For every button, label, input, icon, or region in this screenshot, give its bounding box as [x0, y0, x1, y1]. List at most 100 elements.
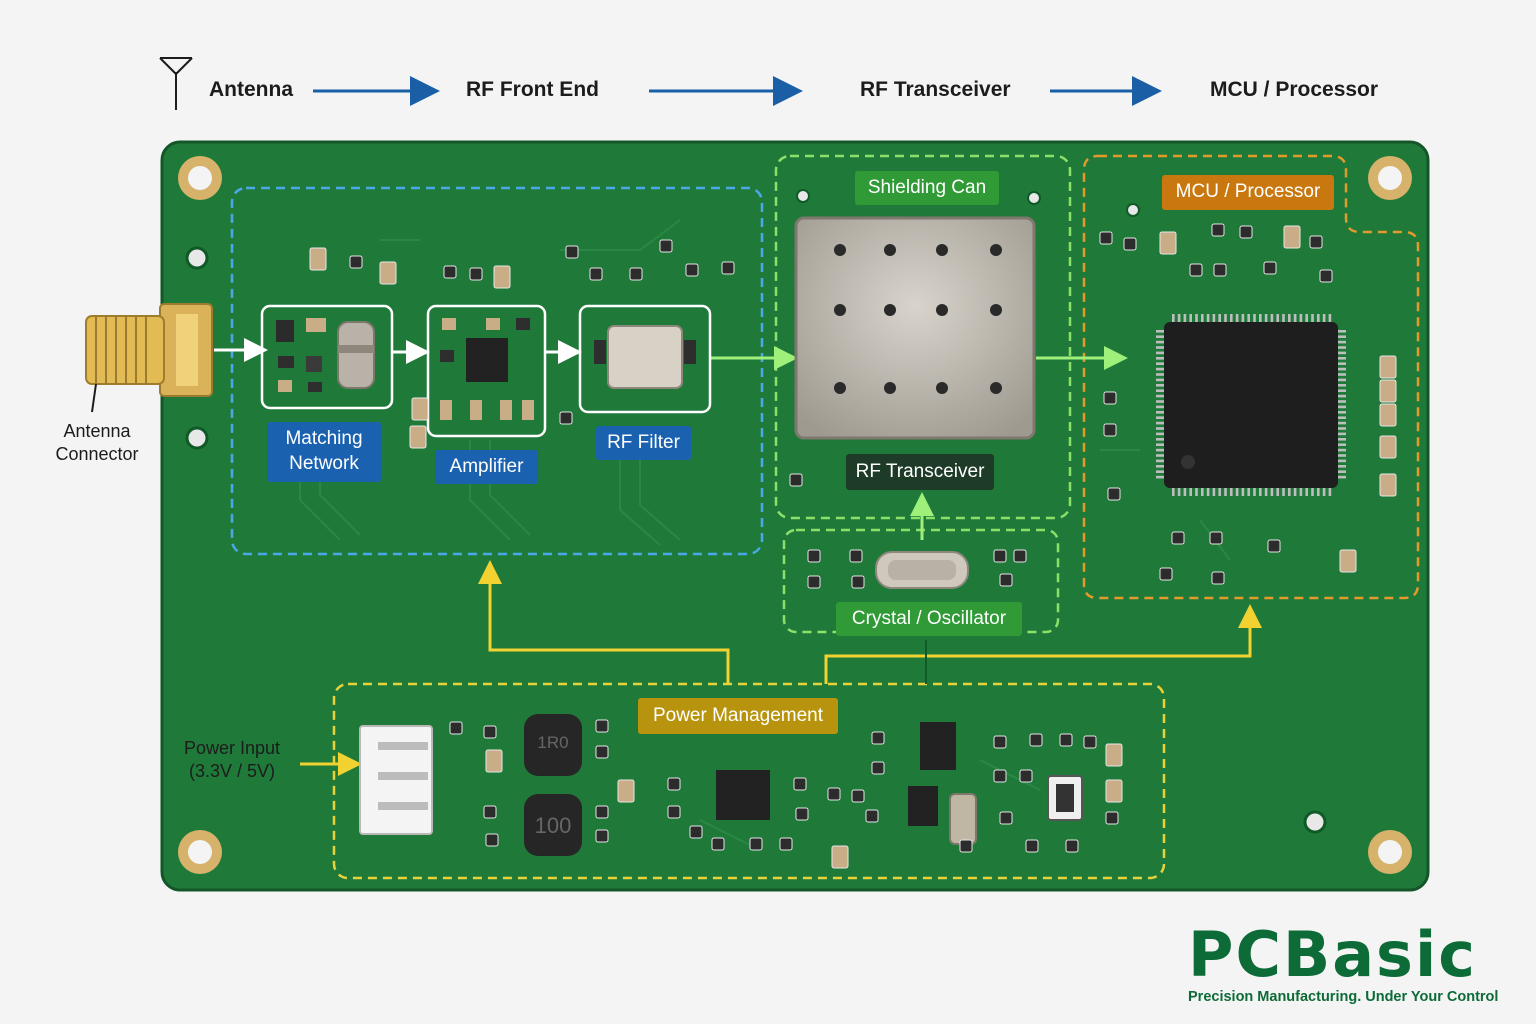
- flow-label-antenna: Antenna: [209, 78, 293, 101]
- crystal-oscillator: [875, 551, 969, 589]
- resistor: [1309, 235, 1323, 249]
- power-input-label: Power Input (3.3V / 5V): [183, 738, 281, 782]
- resistor: [1211, 571, 1225, 585]
- capacitor: [1105, 779, 1123, 803]
- resistor: [749, 837, 763, 851]
- antenna-connector-label: Antenna Connector: [55, 421, 139, 465]
- resistor: [595, 719, 609, 733]
- resistor: [959, 839, 973, 853]
- resistor: [827, 787, 841, 801]
- resistor: [469, 267, 483, 281]
- resistor: [807, 575, 821, 589]
- resistor: [1267, 539, 1281, 553]
- amplifier-components: [440, 318, 534, 420]
- resistor: [993, 549, 1007, 563]
- passive-components: [309, 223, 1397, 869]
- filter-components: [594, 325, 696, 389]
- resistor: [795, 807, 809, 821]
- resistor: [1263, 261, 1277, 275]
- resistor: [1029, 733, 1043, 747]
- mcu-chip: [1156, 314, 1346, 496]
- resistor: [595, 745, 609, 759]
- resistor: [851, 789, 865, 803]
- antenna-icon: [159, 57, 193, 110]
- flow-label-mcu: MCU / Processor: [1210, 78, 1379, 101]
- resistor: [793, 777, 807, 791]
- resistor: [999, 811, 1013, 825]
- resistor: [667, 777, 681, 791]
- capacitor: [1379, 403, 1397, 427]
- rf-filter-badge: RF Filter: [596, 426, 691, 460]
- resistor: [1059, 733, 1073, 747]
- resistor: [1123, 237, 1137, 251]
- power-management-badge: Power Management: [638, 698, 838, 734]
- resistor: [849, 549, 863, 563]
- resistor: [1065, 839, 1079, 853]
- capacitor: [617, 779, 635, 803]
- flow-label-transceiver: RF Transceiver: [860, 78, 1011, 101]
- resistor: [721, 261, 735, 275]
- resistor: [667, 805, 681, 819]
- resistor: [1159, 567, 1173, 581]
- resistor: [851, 575, 865, 589]
- resistor: [779, 837, 793, 851]
- rf-front-end-zone: [230, 186, 764, 556]
- resistor: [993, 769, 1007, 783]
- matching-network-box: [260, 304, 394, 410]
- resistor: [559, 411, 573, 425]
- rf-filter-box: [578, 304, 712, 414]
- capacitor: [485, 749, 503, 773]
- resistor: [443, 265, 457, 279]
- resistor: [1171, 531, 1185, 545]
- resistor: [1107, 487, 1121, 501]
- capacitor: [1339, 549, 1357, 573]
- resistor: [807, 549, 821, 563]
- resistor: [1099, 231, 1113, 245]
- resistor: [483, 725, 497, 739]
- brand-tagline: Precision Manufacturing. Under Your Cont…: [1188, 989, 1499, 1005]
- resistor: [1103, 391, 1117, 405]
- resistor: [865, 809, 879, 823]
- resistor: [685, 263, 699, 277]
- mounting-holes: [178, 156, 1412, 874]
- resistor: [659, 239, 673, 253]
- resistor: [1103, 423, 1117, 437]
- resistor: [999, 573, 1013, 587]
- flow-label-front-end: RF Front End: [466, 78, 599, 101]
- matching-network-badge: Matching Network: [267, 422, 381, 482]
- sma-connector: [85, 303, 213, 413]
- crystal-oscillator-badge: Crystal / Oscillator: [836, 602, 1022, 636]
- resistor: [629, 267, 643, 281]
- resistor: [1189, 263, 1203, 277]
- resistor: [595, 805, 609, 819]
- resistor: [1211, 223, 1225, 237]
- capacitor: [411, 397, 429, 421]
- rf-transceiver-badge: RF Transceiver: [846, 454, 994, 490]
- amplifier-box: [426, 304, 547, 438]
- amplifier-badge: Amplifier: [435, 450, 538, 484]
- inductors: [524, 714, 582, 856]
- pcbasic-logo: PCBasic Precision Manufacturing. Under Y…: [1188, 918, 1518, 1005]
- resistor: [1025, 839, 1039, 853]
- resistor: [449, 721, 463, 735]
- resistor: [565, 245, 579, 259]
- resistor: [483, 805, 497, 819]
- resistor: [485, 833, 499, 847]
- matching-network-components: [276, 318, 375, 392]
- shielding-can: [794, 216, 1036, 440]
- resistor: [589, 267, 603, 281]
- resistor: [1105, 811, 1119, 825]
- capacitor: [831, 845, 849, 869]
- capacitor: [1379, 435, 1397, 459]
- resistor: [1213, 263, 1227, 277]
- power-connector: [359, 725, 433, 835]
- resistor: [871, 761, 885, 775]
- power-lines: [300, 560, 1262, 776]
- capacitor: [409, 425, 427, 449]
- shielding-can-badge: Shielding Can: [855, 171, 999, 205]
- power-ics: [716, 722, 1083, 845]
- shielding-zone: [774, 154, 1072, 520]
- resistor: [711, 837, 725, 851]
- capacitor: [1159, 231, 1177, 255]
